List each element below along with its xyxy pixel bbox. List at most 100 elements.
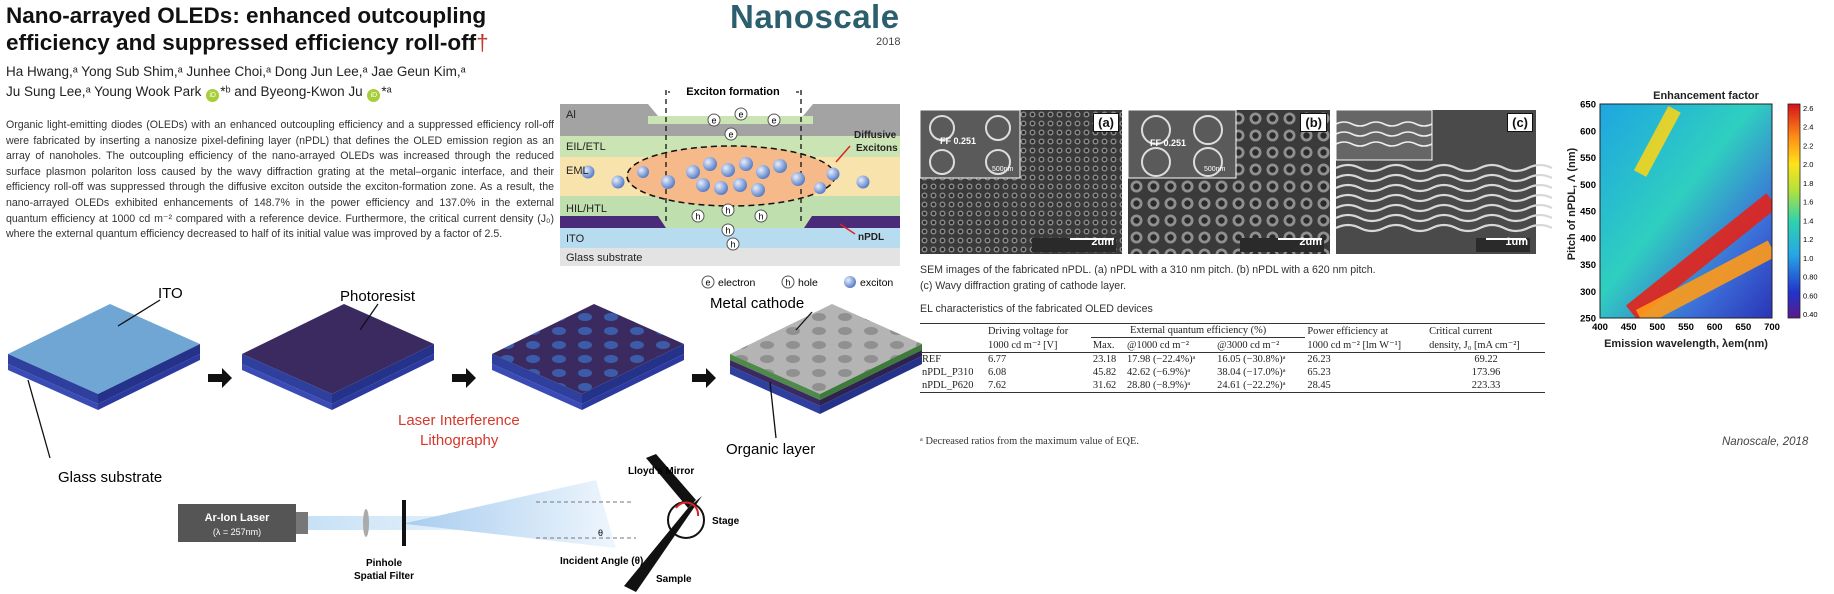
metal-cathode-label: Metal cathode	[710, 295, 804, 312]
authors-part-c: *ᵃ	[381, 84, 392, 99]
colorbar-tick-label: 2.6	[1803, 104, 1813, 113]
hole-label: h	[730, 240, 735, 250]
heatmap-band	[1625, 193, 1772, 318]
legend-hole-icon	[781, 275, 795, 289]
y-tick-label: 300	[1580, 287, 1596, 298]
header-empty	[920, 324, 986, 338]
ito-label: ITO	[158, 285, 183, 302]
colorbar-tick-label: 1.6	[1803, 198, 1813, 207]
hole-label: h	[695, 212, 700, 222]
legend-exciton-label: exciton	[860, 277, 893, 289]
row-voltage: 7.62	[988, 380, 1007, 391]
y-tick-label: 550	[1580, 153, 1596, 164]
header-empty-2	[920, 338, 986, 353]
paper-title-text: Nano-arrayed OLEDs: enhanced outcoupling…	[6, 3, 487, 55]
lens	[363, 509, 369, 537]
layer-label-glass: Glass substrate	[566, 252, 642, 264]
heatmap-frame	[1599, 103, 1773, 319]
hole-label: h	[725, 226, 730, 236]
row-eqe-3000: 24.61 (−22.2%)ᵃ	[1217, 380, 1286, 391]
orcid-icon[interactable]: iD	[206, 89, 220, 102]
y-tick-label: 650	[1580, 100, 1596, 111]
layer-label-hil: HIL/HTL	[566, 203, 607, 215]
row-max: 31.62	[1092, 380, 1117, 391]
heatmap-ylabel: Pitch of nPDL, Λ (nm)	[1566, 147, 1578, 261]
laser-nozzle	[296, 512, 308, 534]
header-j-2: density, J₀ [mA cm⁻²]	[1429, 340, 1520, 351]
diffusive-label: Diffusive	[854, 130, 897, 141]
heatmap-xlabel: Emission wavelength, λem(nm)	[1604, 338, 1768, 350]
authors-part-a: Ju Sung Lee,ᵃ Young Wook Park	[6, 84, 202, 99]
sem-image-b: (b) FF 0.251 500nm 2um	[1127, 109, 1330, 254]
ff-label-b: FF 0.251	[1150, 138, 1187, 148]
layer-label-ito: ITO	[566, 233, 585, 245]
exciton-formation-label: Exciton formation	[686, 86, 780, 98]
sample-label: Sample	[656, 574, 692, 585]
table-header-row-2: 1000 cd m⁻² [V] Max. @1000 cd m⁻² @3000 …	[920, 338, 1545, 353]
legend-hole-label: hole	[798, 277, 818, 289]
title-footnote-mark: †	[476, 30, 489, 55]
glass-substrate-label: Glass substrate	[58, 469, 162, 486]
table-footnote: ᵃ Decreased ratios from the maximum valu…	[920, 436, 1139, 447]
scale-c: 1um	[1505, 236, 1528, 248]
incident-angle-label: Incident Angle (θ)	[560, 556, 643, 567]
electron-markers	[707, 107, 781, 141]
heatmap-band	[1635, 240, 1772, 318]
electron-label: e	[711, 116, 716, 126]
authors-line-2: Ju Sung Lee,ᵃ Young Wook Park iD*ᵇ and B…	[6, 82, 546, 102]
sem-texture-b	[1127, 109, 1330, 254]
y-tick-label: 250	[1580, 314, 1596, 325]
laser-lithography-setup: Ar-Ion Laser (λ = 257nm) Pinhole Spatial…	[178, 454, 740, 592]
authors-line-1: Ha Hwang,ᵃ Yong Sub Shim,ᵃ Junhee Choi,ᵃ…	[6, 64, 466, 79]
publication-year: 2018	[876, 36, 901, 48]
organic-layer-label: Organic layer	[726, 441, 815, 458]
process-arrow-3	[692, 368, 716, 388]
row-name: nPDL_P310	[922, 367, 974, 378]
x-tick-label: 650	[1735, 322, 1751, 333]
legend-electron-label: electron	[718, 277, 756, 289]
row-eqe-1000: 42.62 (−6.9%)ᵃ	[1126, 367, 1191, 378]
npdl-label: nPDL	[858, 232, 884, 243]
heatmap-plot	[1600, 104, 1772, 318]
sample	[624, 496, 702, 592]
header-voltage-1: Driving voltage for	[988, 325, 1069, 337]
table-title: EL characteristics of the fabricated OLE…	[920, 303, 1153, 315]
row-eqe-3000: 38.04 (−17.0%)ᵃ	[1217, 367, 1286, 378]
row-pe: 28.45	[1307, 380, 1331, 391]
sem-image-a: (a) FF 0.251 500nm 2um	[919, 109, 1122, 254]
row-eqe-3000: 16.05 (−30.8%)ᵃ	[1217, 354, 1286, 365]
sem-label-a: (a)	[1093, 113, 1119, 132]
pinhole-label-2: Spatial Filter	[354, 571, 414, 582]
colorbar-tick-label: 2.0	[1803, 160, 1813, 169]
scale-a: 2um	[1091, 236, 1114, 248]
inset-scale-a: 500nm	[992, 166, 1014, 173]
orcid-icon[interactable]: iD	[367, 89, 381, 102]
table-row: nPDL_P620 7.62 31.62 28.80 (−8.9%)ᵃ 24.6…	[920, 379, 1545, 393]
x-tick-label: 400	[1592, 322, 1608, 333]
layer-label-eml: EML	[566, 165, 589, 177]
header-eqe-3000: @3000 cd m⁻²	[1217, 340, 1280, 351]
exciton-particles	[581, 157, 870, 197]
colorbar-tick-label: 1.2	[1803, 235, 1813, 244]
hole-label: h	[725, 206, 730, 216]
theta-symbol: θ	[598, 528, 603, 538]
organic-pointer	[769, 381, 777, 439]
heatmap-band	[1633, 106, 1681, 177]
photoresist-pointer	[359, 303, 379, 331]
process-arrow-1	[208, 368, 232, 388]
cathode-pointer	[795, 311, 813, 331]
sem-texture-c	[1335, 109, 1553, 254]
row-pe: 65.23	[1307, 367, 1331, 378]
header-voltage-2: 1000 cd m⁻² [V]	[988, 340, 1058, 351]
row-voltage: 6.08	[988, 367, 1007, 378]
npdl-block-left	[560, 216, 666, 228]
colorbar-tick-label: 2.4	[1803, 123, 1813, 132]
laser-label-line2: Lithography	[420, 432, 499, 449]
hole-markers	[691, 203, 768, 251]
heatmap-bands	[1625, 106, 1772, 318]
y-tick-label: 450	[1580, 207, 1596, 218]
y-tick-label: 400	[1580, 233, 1596, 244]
abstract: Organic light-emitting diodes (OLEDs) wi…	[6, 119, 554, 241]
sem-label-b: (b)	[1300, 113, 1327, 132]
